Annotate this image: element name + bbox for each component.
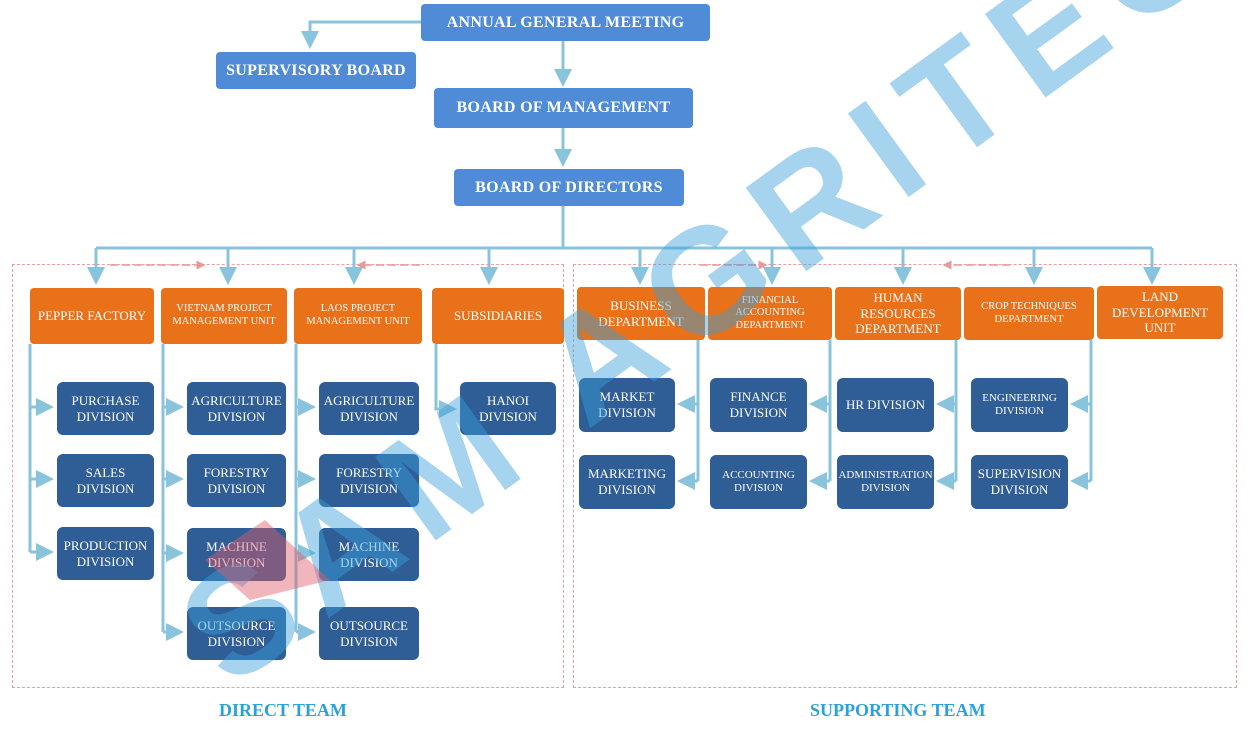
administration-division-box: ADMINISTRATION DIVISION	[837, 455, 934, 509]
vietnam-project-unit-box: VIETNAM PROJECT MANAGEMENT UNIT	[161, 288, 287, 344]
board-of-management-box: BOARD OF MANAGEMENT	[434, 88, 693, 128]
laos-outsource-division-box: OUTSOURCE DIVISION	[319, 607, 419, 660]
laos-forestry-division-box: FORESTRY DIVISION	[319, 454, 419, 507]
engineering-division-box: ENGINEERING DIVISION	[971, 378, 1068, 432]
direct-team-label: DIRECT TEAM	[219, 700, 347, 720]
laos-project-unit-box: LAOS PROJECT MANAGEMENT UNIT	[294, 288, 422, 344]
crop-techniques-department-box: CROP TECHNIQUES DEPARTMENT	[964, 287, 1094, 340]
vietnam-agriculture-division-box: AGRICULTURE DIVISION	[187, 382, 286, 435]
laos-machine-division-box: MACHINE DIVISION	[319, 528, 419, 581]
vietnam-forestry-division-box: FORESTRY DIVISION	[187, 454, 286, 507]
pepper-factory-box: PEPPER FACTORY	[30, 288, 154, 344]
hr-division-box: HR DIVISION	[837, 378, 934, 432]
agm-to-supervisory-line	[301, 20, 421, 49]
board-of-directors-box: BOARD OF DIRECTORS	[454, 169, 684, 206]
purchase-division-box: PURCHASE DIVISION	[57, 382, 154, 435]
vietnam-machine-division-box: MACHINE DIVISION	[187, 528, 286, 581]
human-resources-department-box: HUMAN RESOURCES DEPARTMENT	[835, 287, 961, 340]
market-division-box: MARKET DIVISION	[579, 378, 675, 432]
business-department-box: BUSINESS DEPARTMENT	[577, 287, 705, 340]
annual-general-meeting-box: ANNUAL GENERAL MEETING	[421, 4, 710, 41]
laos-agriculture-division-box: AGRICULTURE DIVISION	[319, 382, 419, 435]
supervision-division-box: SUPERVISION DIVISION	[971, 455, 1068, 509]
accounting-division-box: ACCOUNTING DIVISION	[710, 455, 807, 509]
direct-team-zone	[12, 264, 564, 688]
sales-division-box: SALES DIVISION	[57, 454, 154, 507]
hanoi-division-box: HANOI DIVISION	[460, 382, 556, 435]
production-division-box: PRODUCTION DIVISION	[57, 527, 154, 580]
supporting-team-zone	[573, 264, 1237, 688]
marketing-division-box: MARKETING DIVISION	[579, 455, 675, 509]
finance-division-box: FINANCE DIVISION	[710, 378, 807, 432]
financial-accounting-department-box: FINANCIAL ACCOUNTING DEPARTMENT	[708, 287, 832, 340]
subsidiaries-box: SUBSIDIARIES	[432, 288, 564, 344]
vietnam-outsource-division-box: OUTSOURCE DIVISION	[187, 607, 286, 660]
supervisory-board-box: SUPERVISORY BOARD	[216, 52, 416, 89]
land-development-unit-box: LAND DEVELOPMENT UNIT	[1097, 286, 1223, 339]
supporting-team-label: SUPPORTING TEAM	[810, 700, 986, 720]
